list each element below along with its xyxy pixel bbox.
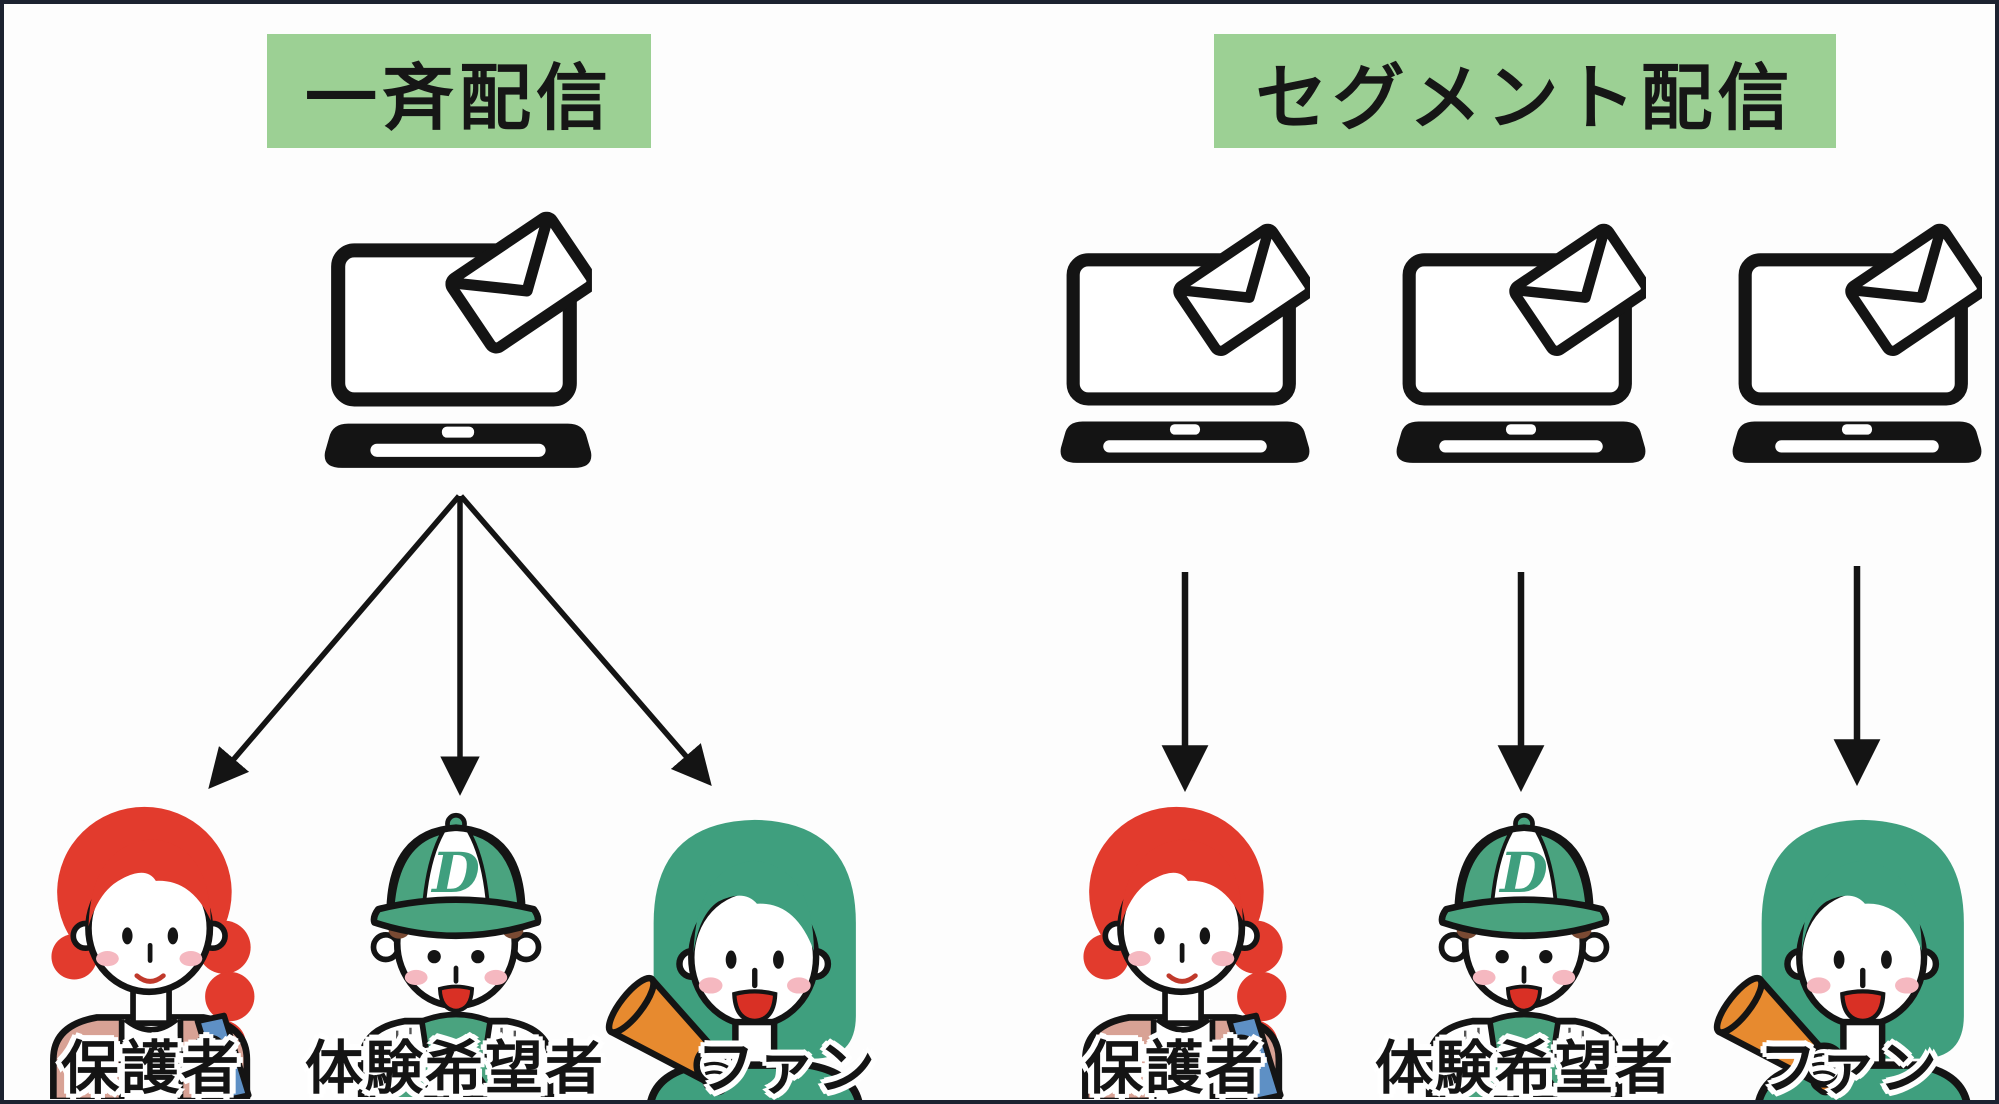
broadcast-arrow-right — [458, 494, 712, 786]
broadcast-arrow-left — [208, 494, 462, 790]
label-fan-right: ファン — [1758, 1036, 1939, 1101]
segment-laptop-icon-3 — [1732, 209, 1982, 477]
segment-laptop-icon-2 — [1396, 209, 1646, 477]
broadcast-laptop-icon — [324, 196, 592, 483]
label-fan-left: ファン — [696, 1036, 877, 1101]
broadcast-title: 一斉配信 — [267, 34, 651, 148]
label-trial-right: 体験希望者 — [1375, 1036, 1676, 1101]
arrows-layer — [208, 494, 1881, 796]
segment-title: セグメント配信 — [1214, 34, 1836, 148]
label-guardian-left: 保護者 — [60, 1036, 241, 1101]
segment-laptop-icon-1 — [1060, 209, 1310, 477]
label-guardian-right: 保護者 — [1084, 1036, 1265, 1101]
label-trial-left: 体験希望者 — [305, 1036, 606, 1101]
